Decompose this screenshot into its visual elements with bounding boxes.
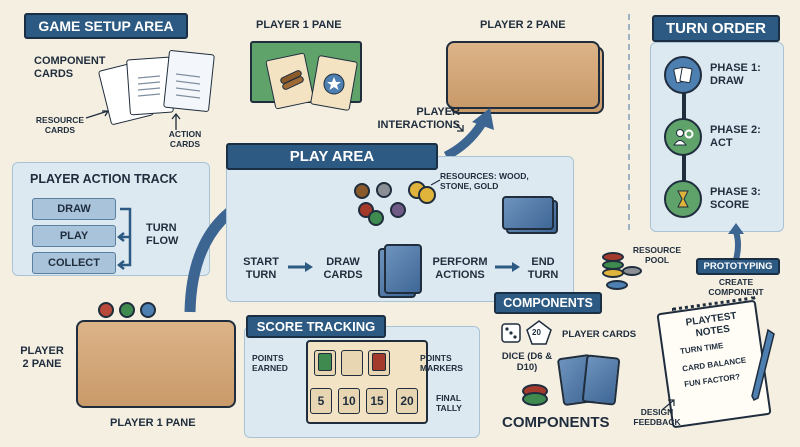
prototyping-title: PROTOTYPING — [696, 258, 780, 275]
flow-perform-actions: PERFORM ACTIONS — [432, 256, 488, 281]
turn-order-divider — [628, 14, 630, 230]
player-board-bottom — [76, 320, 236, 408]
pool-chip-gold — [602, 268, 624, 278]
phase-3-label: PHASE 3: SCORE — [710, 186, 761, 211]
score-value-5: 5 — [310, 388, 332, 414]
points-markers-label: POINTS MARKERS — [420, 353, 463, 373]
d10-die-face: 20 — [532, 328, 541, 337]
d6-die-icon — [501, 323, 521, 343]
purple-token — [390, 202, 406, 218]
components-footer-label: COMPONENTS — [502, 414, 610, 431]
phase-2-circle — [664, 118, 702, 156]
pool-chip-gray — [622, 266, 642, 276]
action-cards-arrow-icon — [171, 112, 181, 130]
create-component-label: CREATE COMPONENT — [708, 277, 764, 297]
player-interactions-label: PLAYER INTERACTIONS — [377, 106, 461, 131]
player-token-blue — [140, 302, 156, 318]
player2-pane-top — [446, 41, 600, 109]
stone-token — [376, 182, 392, 198]
deck-card-back-2 — [502, 196, 554, 230]
flow-end-turn: END TURN — [527, 256, 559, 281]
d10-die-icon: 20 — [526, 320, 552, 346]
component-token-green — [522, 392, 548, 406]
flow-draw-cards: DRAW CARDS — [323, 256, 363, 281]
player-card-2 — [581, 354, 621, 406]
flow-card-2 — [384, 244, 422, 294]
act-person-gear-icon — [673, 129, 694, 146]
play-area-title: PLAY AREA — [226, 143, 438, 170]
score-tracking-title: SCORE TRACKING — [246, 315, 386, 338]
resource-cards-label: RESOURCE CARDS — [35, 115, 85, 135]
flow-start-turn: START TURN — [243, 256, 279, 281]
resource-cards-arrow-icon — [85, 110, 109, 119]
pen-icon — [751, 328, 775, 402]
points-earned-label: POINTS EARNED — [252, 353, 288, 373]
game-setup-title: GAME SETUP AREA — [24, 13, 188, 39]
wood-logs-icon — [280, 70, 304, 90]
red-marker — [372, 353, 386, 371]
resources-label: RESOURCES: WOOD, STONE, GOLD — [440, 171, 529, 191]
player2-pane-top-label: PLAYER 2 PANE — [480, 19, 566, 31]
player-interactions-arrow-icon — [443, 108, 494, 160]
star-badge-icon — [323, 73, 345, 95]
track-step-play[interactable]: PLAY — [32, 225, 116, 247]
draw-cards-icon — [673, 66, 693, 84]
prototype-to-turn-order-arrow-icon — [728, 223, 744, 261]
flow-arrow-1-icon — [288, 262, 313, 272]
player2-pane-bottom-label: PLAYER 2 PANE — [20, 345, 64, 370]
components-title: COMPONENTS — [494, 292, 602, 314]
turn-order-title: TURN ORDER — [652, 15, 780, 42]
resource-pool-label: RESOURCE POOL — [632, 245, 682, 265]
flow-arrow-2-icon — [495, 262, 520, 272]
player-cards-label: PLAYER CARDS — [562, 329, 637, 340]
turn-flow-bracket-icon — [116, 207, 132, 270]
green-token — [368, 210, 384, 226]
resources-pointer-icon — [430, 179, 441, 186]
interactions-small-arrow-icon — [453, 121, 464, 132]
player1-pane-top-label: PLAYER 1 PANE — [256, 19, 342, 31]
green-marker — [318, 353, 332, 371]
component-cards-label: COMPONENT CARDS — [34, 55, 106, 80]
score-value-15: 15 — [366, 388, 388, 414]
design-feedback-label: DESIGN FEEDBACK — [633, 407, 681, 427]
phase-3-circle — [664, 180, 702, 218]
score-value-20: 20 — [396, 388, 418, 414]
score-slot-empty — [341, 350, 363, 376]
resource-pool-stack — [600, 252, 642, 298]
track-step-draw[interactable]: DRAW — [32, 198, 116, 220]
score-ribbon-icon — [677, 190, 689, 208]
pool-chip-blue — [606, 280, 628, 290]
phase-1-circle — [664, 56, 702, 94]
player-token-green — [119, 302, 135, 318]
turn-flow-label: TURN FLOW — [146, 222, 179, 247]
gold-token-2 — [418, 186, 436, 204]
card-lines-icon — [137, 73, 201, 99]
player-token-red — [98, 302, 114, 318]
action-cards-label: ACTION CARDS — [168, 129, 202, 149]
phase-1-label: PHASE 1: DRAW — [710, 62, 761, 87]
phase-2-label: PHASE 2: ACT — [710, 124, 761, 149]
dice-label: DICE (D6 & D10) — [501, 351, 553, 373]
score-value-10: 10 — [338, 388, 360, 414]
wood-token — [354, 183, 370, 199]
track-step-collect[interactable]: COLLECT — [32, 252, 116, 274]
player1-pane-bottom-label: PLAYER 1 PANE — [110, 417, 196, 429]
design-feedback-arrow-icon — [661, 399, 675, 411]
player-action-track-title: PLAYER ACTION TRACK — [30, 172, 178, 186]
final-tally-label: FINAL TALLY — [436, 393, 462, 413]
